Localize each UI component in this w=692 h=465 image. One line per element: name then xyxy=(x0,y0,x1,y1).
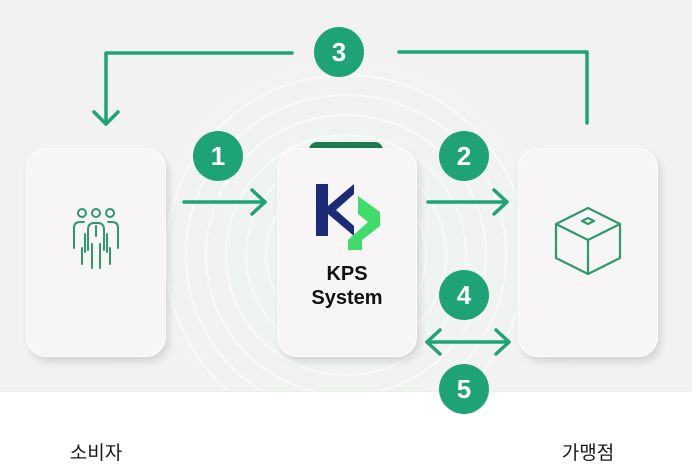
step-badge-3: 3 xyxy=(314,27,364,77)
box-cube-icon xyxy=(554,206,622,276)
merchant-label: 가맹점 xyxy=(561,442,615,464)
consumer-label: 소비자 xyxy=(69,442,123,464)
arrow-kps-to-merchant-head xyxy=(492,188,509,216)
loop-arrow-right-segment xyxy=(397,50,589,125)
loop-arrow-head-down xyxy=(92,110,120,126)
loop-arrow-left-segment xyxy=(104,51,294,126)
step-badge-4: 4 xyxy=(439,270,489,320)
connectors xyxy=(92,50,589,356)
double-arrow-left-head xyxy=(425,328,442,356)
node-kps-system: KPS System xyxy=(277,148,417,357)
node-merchant: 가맹점 xyxy=(518,148,658,464)
node-consumer: 소비자 xyxy=(26,148,166,464)
kps-title-line1: KPS xyxy=(326,263,368,285)
step-badge-5: 5 xyxy=(439,364,489,414)
kps-logo-icon xyxy=(316,184,380,250)
people-group-icon xyxy=(73,208,119,269)
step-badge-2: 2 xyxy=(439,131,489,181)
double-arrow-right-head xyxy=(494,328,511,356)
arrow-consumer-to-kps-head xyxy=(250,188,267,216)
kps-card-tab xyxy=(309,142,383,150)
step-badge-1: 1 xyxy=(193,131,243,181)
kps-title-line2: System xyxy=(311,287,383,309)
